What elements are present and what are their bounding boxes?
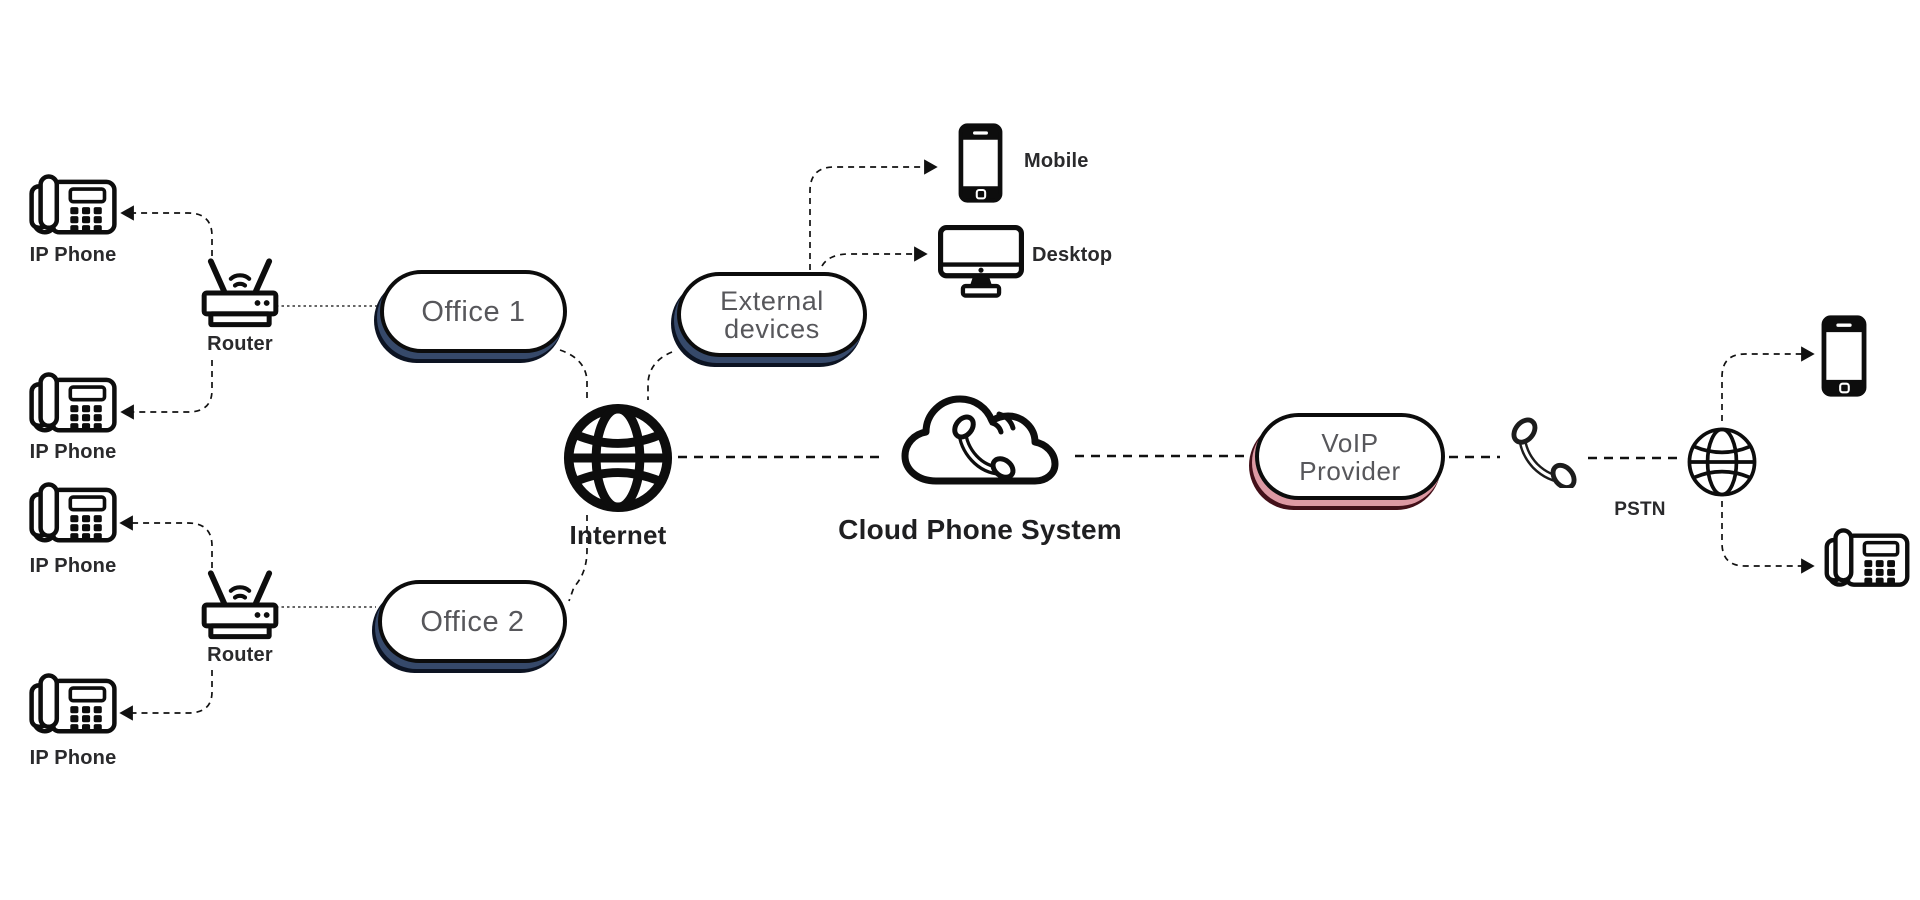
office-2-node: Office 2 bbox=[378, 580, 567, 663]
ip-phone-icon bbox=[28, 172, 118, 244]
link-pstn-mobile bbox=[1721, 346, 1815, 421]
link-router2-ipphone4 bbox=[119, 670, 213, 721]
router-icon bbox=[198, 258, 282, 328]
external-devices-node: External devices bbox=[677, 272, 867, 357]
link-router1-ipphone2 bbox=[120, 360, 213, 420]
internet-globe-icon bbox=[562, 402, 674, 514]
ip-phone-label: IP Phone bbox=[29, 244, 117, 266]
ip-phone-label: IP Phone bbox=[29, 555, 117, 577]
link-router1-ipphone1 bbox=[120, 205, 213, 256]
pstn-globe-icon bbox=[1685, 425, 1759, 499]
cloud-call-icon bbox=[888, 378, 1072, 498]
mobile-phone-icon bbox=[957, 122, 1004, 204]
ip-phone-icon bbox=[28, 370, 118, 442]
ip-phone-icon bbox=[28, 671, 118, 743]
ip-phone-label: IP Phone bbox=[29, 747, 117, 769]
link-office1-internet bbox=[559, 349, 588, 400]
link-externaldevices-internet bbox=[647, 351, 673, 400]
mobile-phone-icon bbox=[1820, 314, 1868, 398]
office-2-label: Office 2 bbox=[420, 605, 525, 638]
external-devices-label-line1: External bbox=[720, 285, 824, 316]
link-externaldevices-mobile bbox=[809, 159, 938, 270]
router-label: Router bbox=[207, 644, 273, 666]
router-label: Router bbox=[207, 333, 273, 355]
office-1-node: Office 1 bbox=[380, 270, 567, 353]
link-router2-ipphone3 bbox=[119, 515, 213, 568]
external-devices-label-line2: devices bbox=[724, 313, 820, 344]
link-pstn-deskphone bbox=[1721, 501, 1815, 574]
internet-label: Internet bbox=[569, 520, 667, 550]
desktop-monitor-icon bbox=[938, 224, 1024, 300]
office-1-label: Office 1 bbox=[421, 295, 526, 328]
desk-phone-icon bbox=[1823, 526, 1911, 596]
pstn-label: PSTN bbox=[1614, 499, 1666, 520]
desktop-label: Desktop bbox=[1032, 244, 1113, 266]
cloud-phone-system-label: Cloud Phone System bbox=[838, 514, 1122, 545]
ip-phone-label: IP Phone bbox=[29, 441, 117, 463]
voip-provider-node: VoIP Provider bbox=[1255, 413, 1445, 500]
voip-provider-label-line2: Provider bbox=[1299, 455, 1401, 486]
router-icon bbox=[198, 570, 282, 640]
link-office2-internet bbox=[568, 515, 588, 602]
voip-provider-label-line1: VoIP bbox=[1321, 427, 1379, 458]
link-externaldevices-desktop bbox=[821, 246, 928, 267]
mobile-label: Mobile bbox=[1024, 150, 1089, 172]
phone-handset-icon bbox=[1504, 408, 1584, 488]
ip-phone-icon bbox=[28, 480, 118, 552]
